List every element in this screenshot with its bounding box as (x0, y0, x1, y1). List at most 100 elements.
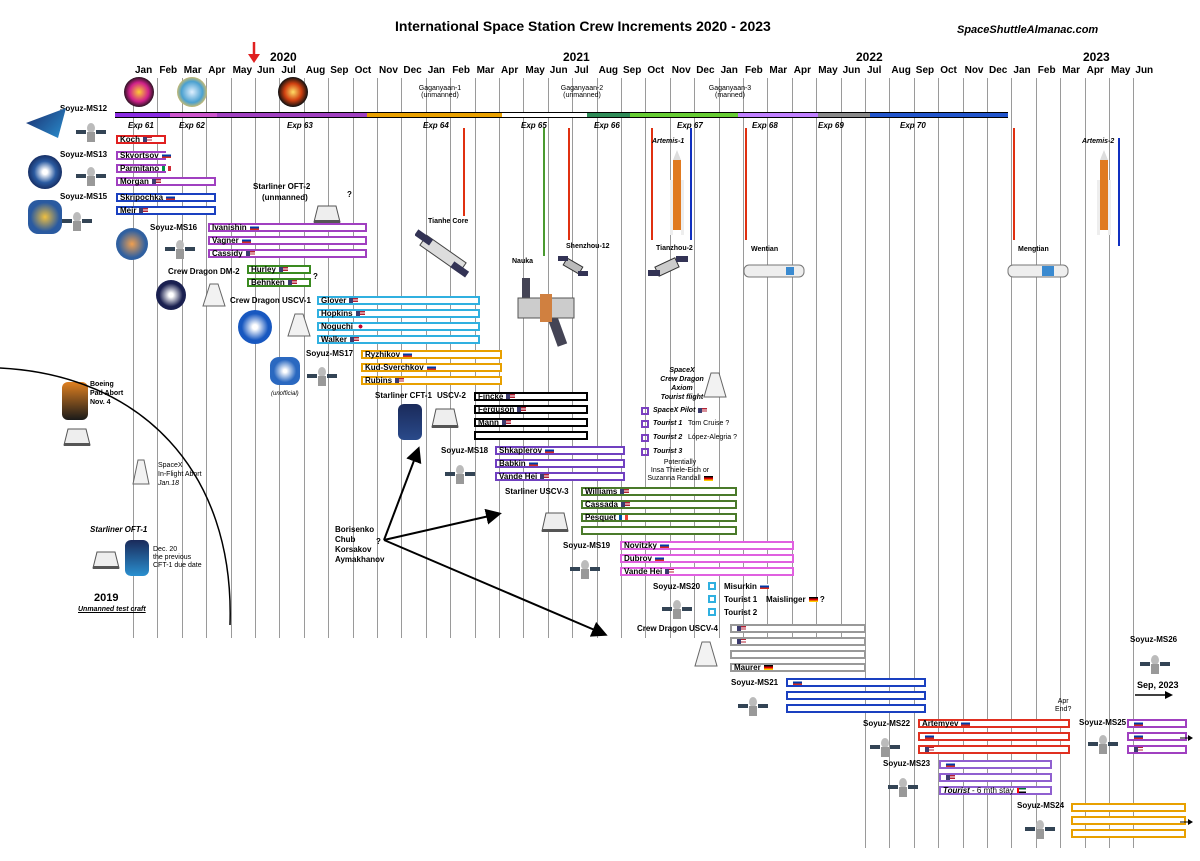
nauka-module-icon (517, 278, 575, 347)
exp-band-64 (367, 113, 502, 117)
crew-bar (1127, 732, 1187, 741)
mengtian-launch-line (1013, 128, 1015, 240)
craft-ms21: Soyuz-MS21 (731, 678, 779, 687)
artemis1-rocket-icon (670, 150, 684, 235)
crew-bar: Williams (581, 487, 737, 496)
wentian-launch-line (745, 128, 747, 240)
crew-bar: Tourist - 6 mth stay (939, 786, 1052, 795)
flag-de-icon (703, 475, 713, 481)
flag-us-icon (139, 208, 149, 214)
crew-bar-empty (730, 650, 866, 659)
crew-bar: Cassada (581, 500, 737, 509)
crew-bar: Shkaplerov (495, 446, 625, 455)
ms15-patch-icon (28, 200, 62, 234)
soyuz-icon (307, 367, 337, 386)
cft1-patch-icon (398, 404, 422, 440)
crew-bar: Koch (116, 135, 166, 144)
month-label: Jun (257, 65, 275, 76)
ms16-patch-icon (116, 228, 148, 260)
flag-us-icon (355, 311, 365, 317)
arrow-right-icon (1180, 819, 1193, 825)
site-credit: SpaceShuttleAlmanac.com (957, 24, 1099, 36)
soyuz-icon (76, 123, 106, 142)
month-gridline (230, 78, 232, 638)
soyuz-icon (1140, 655, 1170, 674)
month-gridline (596, 78, 598, 638)
month-label: Sep (623, 65, 642, 76)
exp-band-63 (217, 113, 367, 117)
month-label: Aug (598, 65, 619, 76)
flag-us-icon (349, 298, 359, 304)
soyuz-icon (662, 600, 692, 619)
crew-bar (1127, 745, 1187, 754)
mengtian-label: Mengtian (1018, 246, 1049, 253)
crew-bar-empty (786, 704, 926, 713)
axiom-t3: Tourist 3 (653, 448, 683, 455)
crew-bar: Rubins (361, 376, 502, 385)
flag-de-icon (763, 665, 773, 671)
crew-bar: Fincke (474, 392, 588, 401)
month-gridline (889, 78, 891, 848)
unofficial-label: (unofficial) (271, 391, 299, 397)
crew-bar (730, 637, 866, 646)
craft-uscv4: Crew Dragon USCV-4 (637, 624, 718, 633)
axiom-marker (641, 407, 649, 415)
flag-ru-icon (426, 365, 436, 371)
year-2019: 2019 (94, 592, 119, 604)
flag-ru-icon (249, 225, 259, 231)
maislinger-label: Maislinger ? (766, 595, 825, 604)
flag-ru-icon (1134, 721, 1143, 727)
unmanned-note: Unmanned test craft (78, 606, 146, 613)
flag-us-icon (506, 394, 516, 400)
axiom-marker (641, 448, 649, 456)
month-gridline (303, 78, 305, 638)
craft-oft2: Starliner OFT-2 (253, 182, 311, 191)
flag-us-icon (665, 569, 675, 575)
crew-bar: Cassidy (208, 249, 367, 258)
month-gridline (962, 78, 964, 848)
month-label: Dec (696, 65, 715, 76)
flag-ru-icon (161, 153, 171, 159)
craft-ms25: Soyuz-MS25 (1079, 718, 1127, 727)
soyuz-icon (165, 240, 195, 259)
month-label: Dec (989, 65, 1008, 76)
flag-ru-icon (925, 734, 934, 740)
crew-bar: Ferguson (474, 405, 588, 414)
month-label: Feb (159, 65, 178, 76)
crew-bar-empty (1071, 829, 1186, 838)
soyuz-icon (1088, 735, 1118, 754)
craft-oft2-sub: (unmanned) (262, 193, 308, 202)
soyuz-icon (445, 465, 475, 484)
ms13-patch-icon (28, 155, 62, 189)
flag-us-icon (925, 747, 934, 753)
mission-patch-icon (124, 77, 154, 107)
exp-band-61 (115, 113, 170, 117)
craft-ms19: Soyuz-MS19 (563, 541, 611, 550)
craft-ms13: Soyuz-MS13 (60, 150, 108, 159)
craft-uscv1: Crew Dragon USCV-1 (230, 296, 311, 305)
month-label: Feb (1037, 65, 1056, 76)
crew-bar (786, 678, 926, 687)
soyuz-icon (738, 697, 768, 716)
month-label: Mar (476, 65, 495, 76)
exp-band-69 (818, 113, 870, 117)
month-label: May (1111, 65, 1131, 76)
month-label: Nov (964, 65, 984, 76)
dragon-capsule-icon (703, 372, 727, 398)
crew-bar (1127, 719, 1187, 728)
axiom-t1-name: Tom Cruise ? (688, 420, 730, 427)
flag-ru-icon (793, 680, 802, 686)
month-label: Jan (1013, 65, 1031, 76)
flag-ru-icon (241, 238, 251, 244)
arrow-right-icon (1180, 735, 1193, 741)
month-label: Oct (354, 65, 372, 76)
flag-us-icon (1134, 747, 1143, 753)
month-label: Feb (745, 65, 763, 76)
reserve-crew-arrows (383, 446, 608, 637)
crew-bar (918, 745, 1070, 754)
axiom-t1: Tourist 1 (653, 420, 683, 427)
